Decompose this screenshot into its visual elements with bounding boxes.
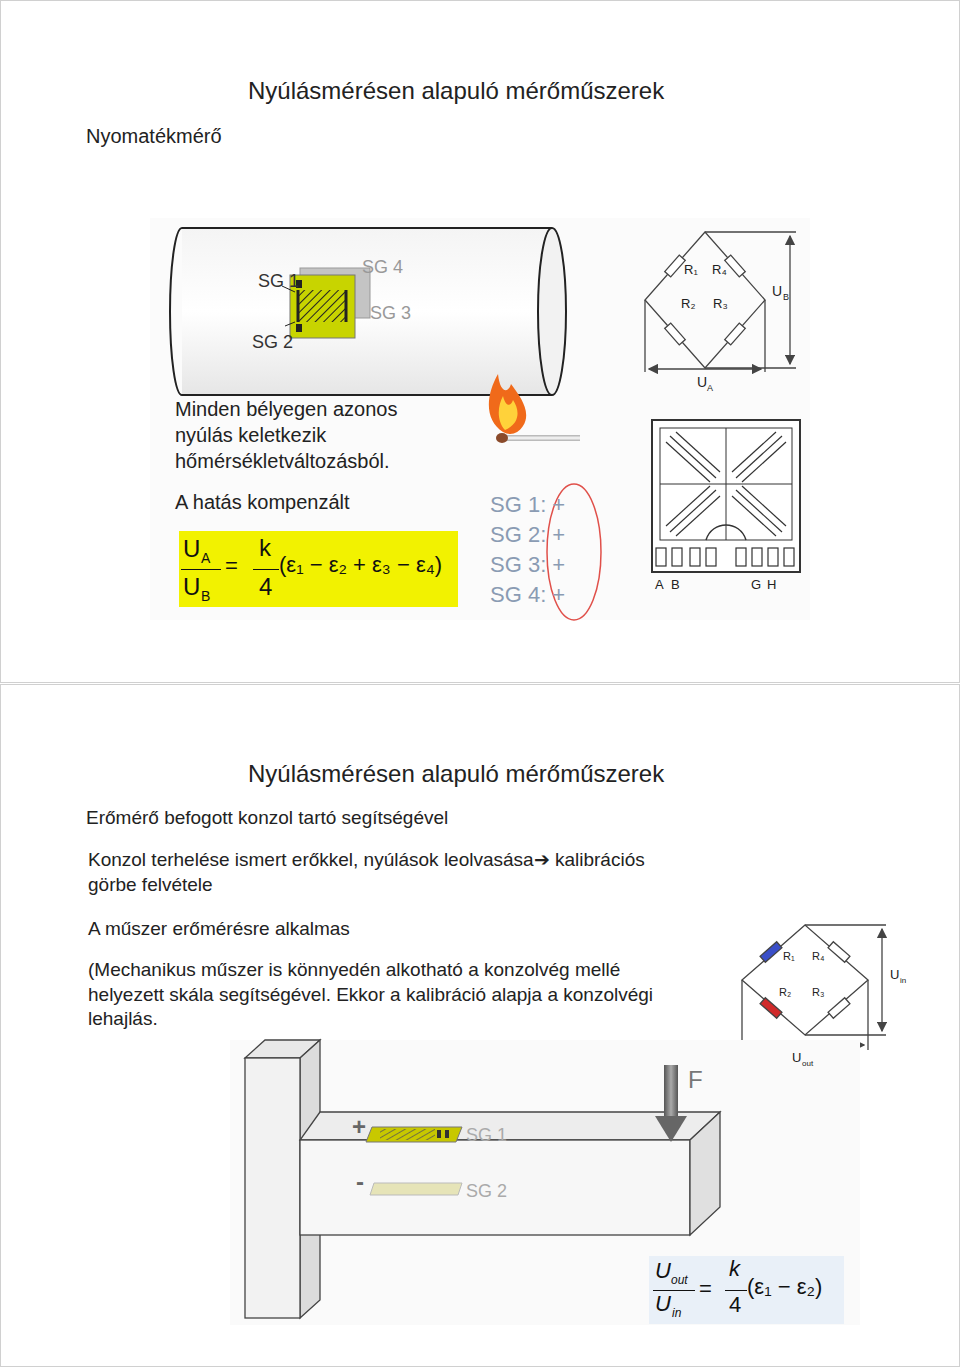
body-text: (Mechanikus műszer is könnyedén alkothat… bbox=[88, 958, 688, 1032]
gauge-label: SG 2 bbox=[466, 1181, 507, 1203]
gauge-sign: SG 1: + bbox=[490, 492, 565, 518]
resistor-label: R₁ bbox=[684, 262, 698, 278]
voltage-label: U bbox=[772, 283, 782, 300]
note-text: A hatás kompenzált bbox=[175, 490, 350, 514]
bridge-circuit bbox=[645, 232, 796, 372]
voltage-subscript: out bbox=[802, 1059, 813, 1069]
formula-expression: (ε₁ − ε₂ + ε₃ − ε₄) bbox=[279, 552, 442, 578]
resistor-label: R₄ bbox=[712, 262, 727, 278]
formula-subscript: out bbox=[671, 1273, 688, 1287]
resistor-symbol bbox=[665, 255, 746, 345]
fraction-bar bbox=[253, 569, 279, 570]
gauge-label: SG 2 bbox=[252, 332, 293, 354]
section-heading: Nyomatékmérő bbox=[86, 124, 222, 148]
resistor-label: R₃ bbox=[812, 986, 824, 999]
gauge-label: SG 3 bbox=[370, 303, 411, 325]
resistor-label: R₂ bbox=[681, 296, 695, 312]
match-flame bbox=[489, 374, 580, 443]
formula-symbol: 4 bbox=[259, 573, 272, 602]
body-text: A műszer erőmérésre alkalmas bbox=[88, 918, 350, 941]
resistor-label: R₃ bbox=[713, 296, 728, 312]
resistor-label: R₁ bbox=[783, 950, 795, 963]
gauge-sign: SG 2: + bbox=[490, 522, 565, 548]
note-text: Minden bélyegen azonos nyúlás keletkezik… bbox=[175, 396, 435, 474]
pin-label: H bbox=[767, 577, 776, 593]
fraction-bar bbox=[181, 569, 221, 570]
gauge-sign: SG 3: + bbox=[490, 552, 565, 578]
pin-label: B bbox=[671, 577, 680, 593]
fraction-bar bbox=[725, 1290, 747, 1291]
body-text: Konzol terhelése ismert erőkkel, nyúláso… bbox=[88, 848, 663, 897]
gauge-sign: SG 4: + bbox=[490, 582, 565, 608]
fraction-bar bbox=[653, 1290, 695, 1291]
sign-label: - bbox=[356, 1168, 364, 1197]
formula-subscript: A bbox=[201, 550, 210, 567]
formula-subscript: in bbox=[672, 1306, 681, 1320]
formula-symbol: k bbox=[729, 1256, 740, 1282]
gauge-label: SG 1 bbox=[466, 1125, 507, 1147]
formula-symbol: = bbox=[699, 1276, 712, 1302]
shaft bbox=[170, 228, 566, 395]
formula-box: UAUB=k4(ε₁ − ε₂ + ε₃ − ε₄) bbox=[179, 531, 458, 607]
gauge-label: SG 4 bbox=[362, 257, 403, 279]
formula-expression: (ε₁ − ε₂) bbox=[747, 1274, 822, 1300]
bridge-circuit bbox=[742, 925, 886, 1050]
formula-symbol: U bbox=[183, 535, 200, 564]
formula-symbol: U bbox=[183, 573, 200, 602]
formula-symbol: = bbox=[225, 553, 238, 579]
voltage-label: U bbox=[792, 1050, 801, 1066]
formula-symbol: k bbox=[259, 534, 271, 563]
force-label: F bbox=[688, 1066, 703, 1095]
strain-gauge bbox=[366, 1127, 462, 1195]
formula-subscript: B bbox=[201, 588, 210, 605]
voltage-subscript: A bbox=[707, 383, 713, 394]
resistor-label: R₂ bbox=[779, 986, 791, 999]
formula-box: UoutUin = k 4(ε₁ − ε₂) bbox=[649, 1256, 844, 1324]
pin-label: G bbox=[751, 577, 761, 593]
figure-ground bbox=[150, 218, 810, 620]
section-heading: Erőmérő befogott konzol tartó segítségév… bbox=[86, 807, 448, 830]
formula-symbol: U bbox=[655, 1258, 671, 1284]
gauge-label: SG 1 bbox=[258, 271, 299, 293]
voltage-subscript: B bbox=[783, 292, 789, 303]
voltage-label: U bbox=[890, 967, 899, 983]
slide-frame: Nyúlásmérésen alapuló mérőműszerekNyomat… bbox=[0, 0, 960, 683]
formula-symbol: 4 bbox=[729, 1292, 741, 1318]
resistor-symbol bbox=[760, 942, 850, 1018]
figure-ground bbox=[230, 1040, 860, 1325]
sign-label: + bbox=[352, 1113, 366, 1142]
voltage-subscript: in bbox=[900, 976, 906, 986]
resistor-label: R₄ bbox=[812, 950, 824, 963]
slide-title: Nyúlásmérésen alapuló mérőműszerek bbox=[248, 760, 664, 789]
rosette-gauge bbox=[652, 420, 800, 572]
voltage-label: U bbox=[697, 374, 707, 391]
formula-symbol: U bbox=[655, 1291, 671, 1317]
force-arrow bbox=[655, 1065, 687, 1142]
pin-label: A bbox=[655, 577, 664, 593]
slide-title: Nyúlásmérésen alapuló mérőműszerek bbox=[248, 77, 664, 106]
